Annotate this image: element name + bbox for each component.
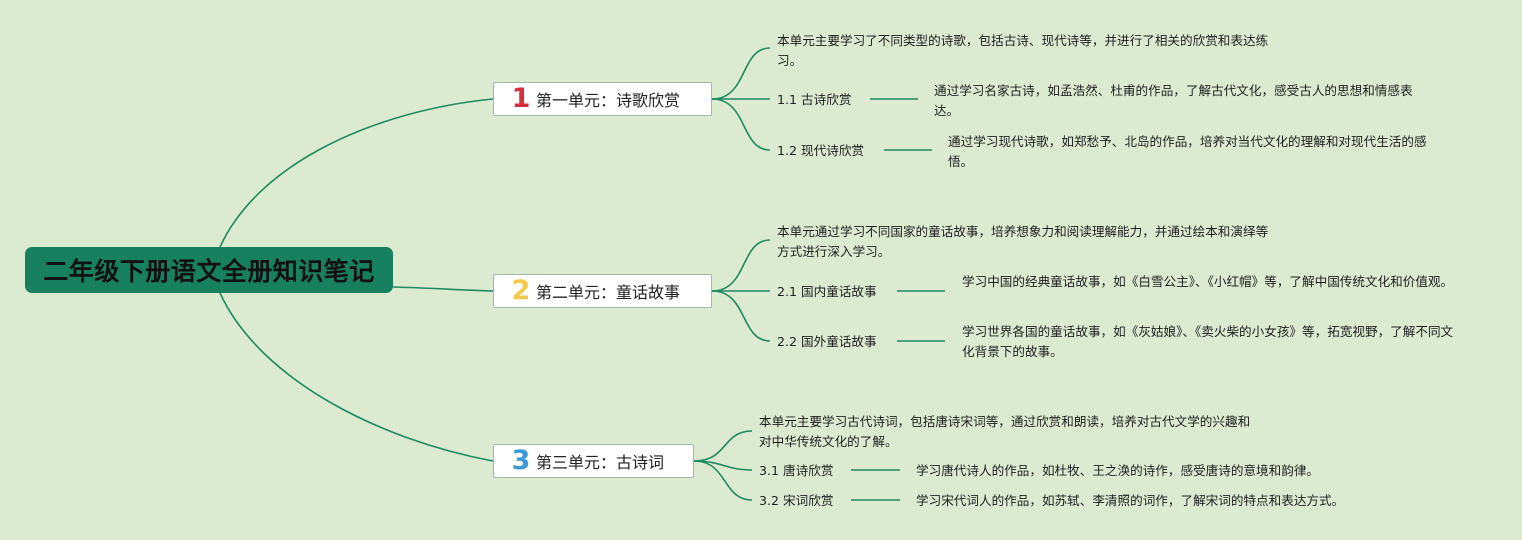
unit-title-1: 第一单元：诗歌欣赏 [536,91,681,110]
connector-unit2-summary [711,239,771,292]
item-detail-3-1: 学习唐代诗人的作品，如杜牧、王之涣的诗作，感受唐诗的意境和韵律。 [916,463,1319,478]
connector-unit2-item2 [711,290,771,342]
item-detail-1-1: 通过学习名家古诗，如孟浩然、杜甫的作品，了解古代文化，感受古人的思想和情感表达。 [934,83,1413,118]
unit-summary-2: 本单元通过学习不同国家的童话故事，培养想象力和阅读理解能力，并通过绘本和演绎等方… [777,224,1269,259]
unit-number-1: 1 [511,83,531,114]
connector-unit3-summary [693,430,753,462]
item-label-2-1[interactable]: 2.1 国内童话故事 [777,284,877,299]
item-label-1-2[interactable]: 1.2 现代诗欣赏 [777,143,865,158]
item-label-3-1[interactable]: 3.1 唐诗欣赏 [759,463,834,478]
unit-node-3[interactable]: 3 第三单元：古诗词 [493,444,694,478]
unit-title-2: 第二单元：童话故事 [536,283,681,302]
unit-node-1[interactable]: 1 第一单元：诗歌欣赏 [493,82,712,116]
unit-number-3: 3 [511,445,531,476]
connector-unit3-item2 [693,460,753,501]
item-label-2-2[interactable]: 2.2 国外童话故事 [777,334,877,349]
unit-summary-3: 本单元主要学习古代诗词，包括唐诗宋词等，通过欣赏和朗读，培养对古代文学的兴趣和对… [759,414,1251,449]
connector-root-unit3 [219,292,494,462]
root-title[interactable]: 二年级下册语文全册知识笔记 [25,247,393,293]
item-label-1-1[interactable]: 1.1 古诗欣赏 [777,92,852,107]
unit-number-2: 2 [511,275,531,306]
connector-root-unit1 [219,98,494,248]
connector-root-unit2 [392,286,494,292]
item-detail-2-1: 学习中国的经典童话故事，如《白雪公主》、《小红帽》等，了解中国传统文化和价值观。 [962,274,1454,289]
connector-unit1-item2 [711,98,771,151]
connector-unit1-summary [711,47,771,100]
item-detail-3-2: 学习宋代词人的作品，如苏轼、李清照的词作，了解宋词的特点和表达方式。 [916,493,1345,508]
unit-node-2[interactable]: 2 第二单元：童话故事 [493,274,712,308]
unit-summary-1: 本单元主要学习了不同类型的诗歌，包括古诗、现代诗等，并进行了相关的欣赏和表达练习… [777,33,1269,68]
item-detail-1-2: 通过学习现代诗歌，如郑愁予、北岛的作品，培养对当代文化的理解和对现代生活的感悟。 [948,134,1427,169]
item-detail-2-2: 学习世界各国的童话故事，如《灰姑娘》、《卖火柴的小女孩》等，拓宽视野，了解不同文… [962,324,1454,359]
item-label-3-2[interactable]: 3.2 宋词欣赏 [759,493,834,508]
unit-title-3: 第三单元：古诗词 [536,453,665,472]
